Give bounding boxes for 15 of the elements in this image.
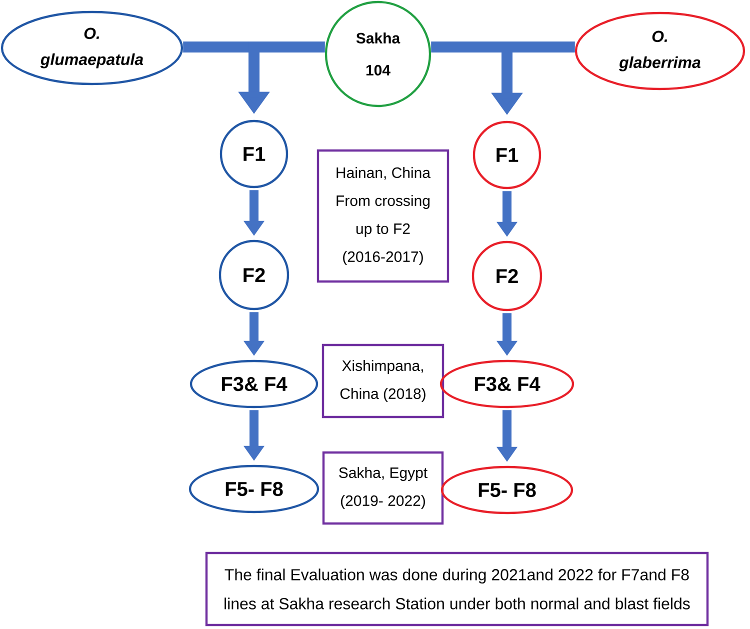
oval-node: O. glaberrima [574,12,746,90]
circle-node: F1 [220,120,288,188]
oval-node: F3& F4 [440,360,574,408]
text-box: Hainan, China From crossing up to F2 (2016-2017) [316,149,450,283]
oval-node: F5- F8 [188,464,320,514]
text-box: The final Evaluation was done during 2021and 2022 for F7and F8 lines at Sakha research Station under both normal and blast fields [205,552,709,626]
oval-node: F3& F4 [190,360,318,408]
oval-node: O. glumaepatula [0,10,184,86]
text-box: Xishimpana, China (2018) [322,344,444,418]
circle-node: F2 [218,240,290,310]
text-box: Sakha, Egypt (2019- 2022) [322,451,444,525]
oval-node: F5- F8 [440,466,574,514]
circle-node: F1 [472,120,542,190]
circle-node: Sakha 104 [324,0,432,108]
circle-node: F2 [472,240,542,312]
